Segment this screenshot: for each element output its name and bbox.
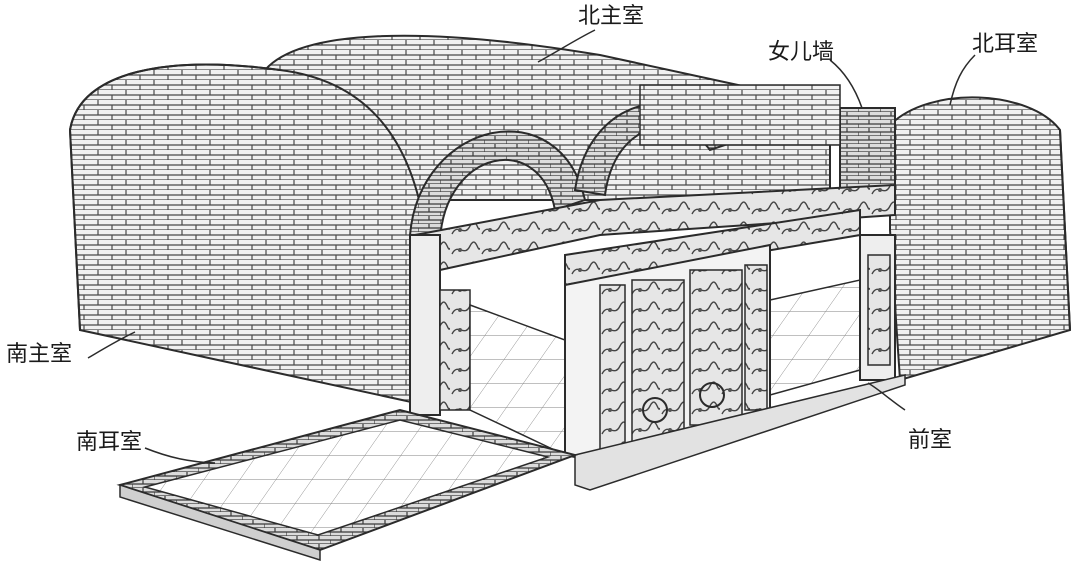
parapet-wall-block [639, 84, 896, 189]
label-front-chamber: 前室 [908, 428, 953, 453]
front-chamber-frame [409, 183, 896, 416]
label-south-main-chamber: 南主室 [6, 342, 73, 367]
south-side-chamber-floor [116, 408, 579, 562]
label-north-main-chamber: 北主室 [578, 4, 645, 29]
leader-south-side [144, 447, 216, 464]
label-south-side-chamber: 南耳室 [76, 430, 143, 455]
leader-lines [87, 29, 976, 464]
south-main-chamber-vault [68, 63, 426, 407]
carved-door-panels [564, 234, 906, 491]
north-side-chamber-vault [889, 96, 1072, 382]
leader-north-side [949, 54, 976, 106]
label-north-side-chamber: 北耳室 [972, 32, 1039, 57]
leader-south-main [87, 331, 136, 359]
leader-front [867, 382, 906, 411]
front-chamber-floor [469, 279, 861, 457]
leader-north-main [537, 29, 596, 63]
leader-parapet [829, 59, 863, 109]
north-main-chamber-vault [264, 34, 831, 201]
label-parapet-wall: 女儿墙 [768, 40, 835, 65]
